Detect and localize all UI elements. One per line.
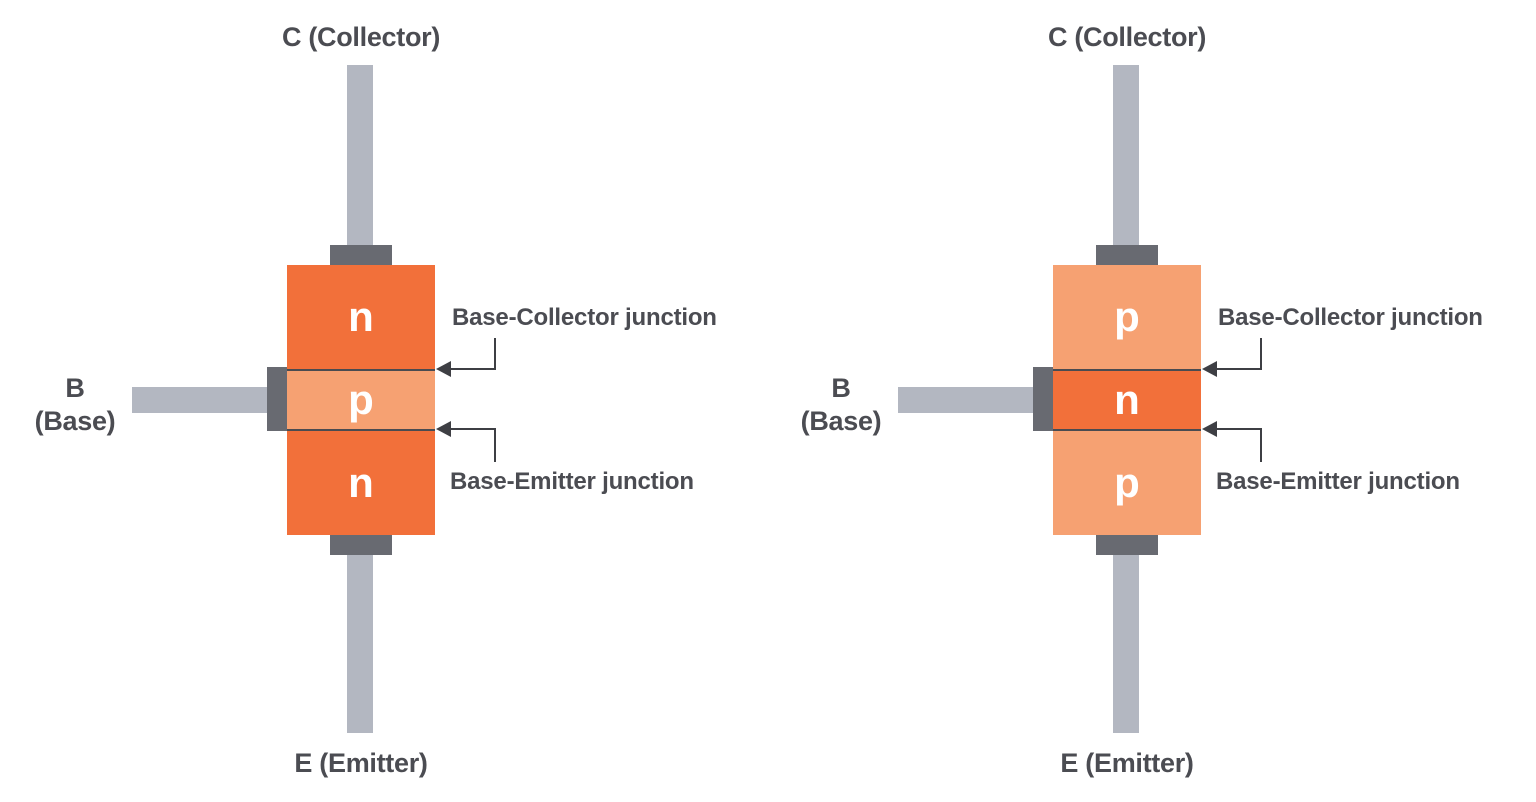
npn-diagram: C (Collector) B (Base) n p n E (Emitter)… [10, 22, 717, 778]
collector-label: C (Collector) [1047, 22, 1207, 52]
collector-lead [347, 65, 373, 245]
emitter-label: E (Emitter) [1060, 748, 1194, 778]
region-letter: p [348, 376, 374, 423]
collector-lead [1113, 65, 1139, 245]
collector-region: p [1053, 265, 1201, 369]
collector-label: C (Collector) [281, 22, 441, 52]
collector-region: n [287, 265, 435, 369]
base-label-letter: B [831, 373, 851, 403]
base-lead [898, 387, 1033, 413]
arrow-left-icon [436, 361, 451, 377]
transistor-body: p n p [1053, 265, 1201, 535]
region-letter: n [1114, 376, 1140, 423]
region-letter: n [348, 293, 374, 340]
be-pointer-line-vertical [1260, 428, 1262, 462]
be-pointer-line-vertical [494, 428, 496, 462]
emitter-contact-cap [330, 535, 392, 555]
base-emitter-junction-line [287, 429, 435, 431]
emitter-lead [1113, 555, 1139, 733]
transistor-body: n p n [287, 265, 435, 535]
base-emitter-junction-label: Base-Emitter junction [1216, 468, 1460, 495]
base-collector-junction-label: Base-Collector junction [452, 304, 717, 331]
base-emitter-junction-line [1053, 429, 1201, 431]
emitter-lead [347, 555, 373, 733]
base-label-word: (Base) [800, 406, 882, 436]
be-pointer-line-horizontal [1214, 428, 1262, 430]
base-emitter-junction-label: Base-Emitter junction [450, 468, 694, 495]
region-letter: n [348, 459, 374, 506]
base-collector-junction-label: Base-Collector junction [1218, 304, 1483, 331]
base-contact-cap [1033, 367, 1055, 431]
base-label: B (Base) [776, 372, 906, 438]
emitter-region: p [1053, 431, 1201, 535]
bc-pointer-line-vertical [1260, 338, 1262, 369]
bc-pointer-line-horizontal [1214, 368, 1262, 370]
arrow-left-icon [1202, 361, 1217, 377]
base-region: p [287, 371, 435, 429]
emitter-label: E (Emitter) [294, 748, 428, 778]
base-label-letter: B [65, 373, 85, 403]
arrow-left-icon [1202, 421, 1217, 437]
base-label: B (Base) [10, 372, 140, 438]
region-letter: p [1114, 293, 1140, 340]
base-lead [132, 387, 267, 413]
collector-contact-cap [330, 245, 392, 265]
be-pointer-line-horizontal [448, 428, 496, 430]
bc-pointer-line-vertical [494, 338, 496, 369]
base-label-word: (Base) [34, 406, 116, 436]
collector-contact-cap [1096, 245, 1158, 265]
emitter-contact-cap [1096, 535, 1158, 555]
arrow-left-icon [436, 421, 451, 437]
region-letter: p [1114, 459, 1140, 506]
base-collector-junction-line [287, 369, 435, 371]
base-contact-cap [267, 367, 289, 431]
emitter-region: n [287, 431, 435, 535]
bc-pointer-line-horizontal [448, 368, 496, 370]
base-collector-junction-line [1053, 369, 1201, 371]
base-region: n [1053, 371, 1201, 429]
pnp-diagram: C (Collector) B (Base) p n p E (Emitter)… [766, 0, 1536, 802]
